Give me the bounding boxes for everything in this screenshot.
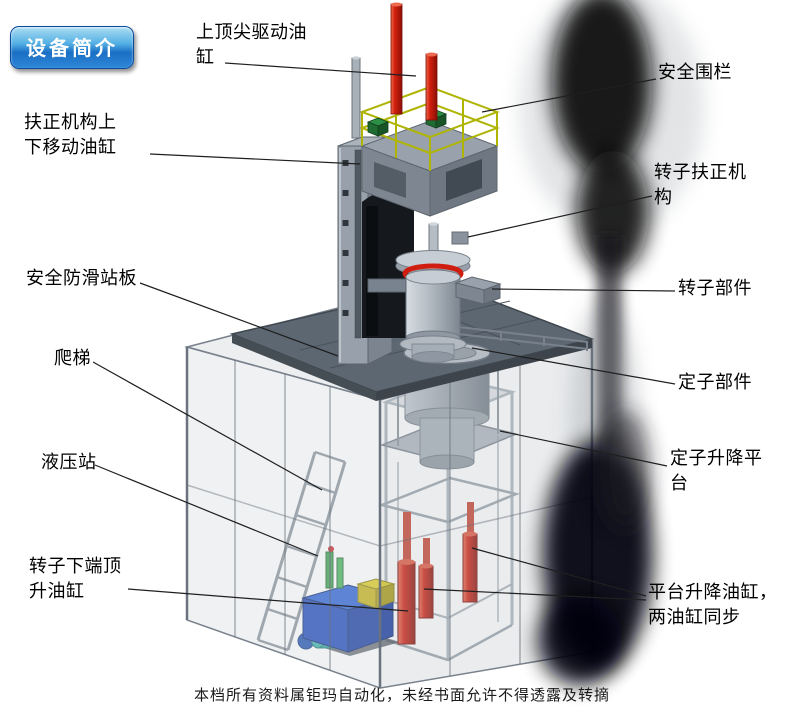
smoke-shadow-back bbox=[520, 0, 704, 540]
label-stator-part: 定子部件 bbox=[678, 372, 752, 392]
platform-lift-cylinders bbox=[397, 502, 478, 645]
label-platform-cylinders: 平台升降油缸，两油缸同步 bbox=[648, 582, 778, 627]
hydraulic-station-unit bbox=[297, 546, 400, 656]
rotor-assembly bbox=[367, 222, 502, 363]
label-rotor-centering: 转子扶正机构 bbox=[654, 162, 747, 207]
leader-lines bbox=[92, 62, 676, 612]
label-antislip-plate: 安全防滑站板 bbox=[26, 268, 137, 288]
label-safety-fence: 安全围栏 bbox=[658, 62, 732, 82]
label-ladder: 爬梯 bbox=[54, 348, 91, 368]
smoke-shadow-front bbox=[538, 410, 653, 685]
label-stator-platform: 定子升降平台 bbox=[670, 448, 763, 493]
drive-cylinder-rods bbox=[351, 2, 438, 139]
label-rotor-jack-cylinder: 转子下端顶升油缸 bbox=[29, 556, 122, 601]
title-badge: 设备简介 bbox=[10, 26, 134, 69]
label-centering-cylinder: 扶正机构上下移动油缸 bbox=[24, 112, 117, 157]
label-rotor-part: 转子部件 bbox=[678, 278, 752, 298]
label-hydraulic-station: 液压站 bbox=[41, 452, 97, 472]
label-top-drive-cylinder: 上顶尖驱动油缸 bbox=[196, 22, 307, 67]
footer-note: 本档所有资料属钜玛自动化，未经书面允许不得透露及转摘 bbox=[193, 687, 610, 704]
